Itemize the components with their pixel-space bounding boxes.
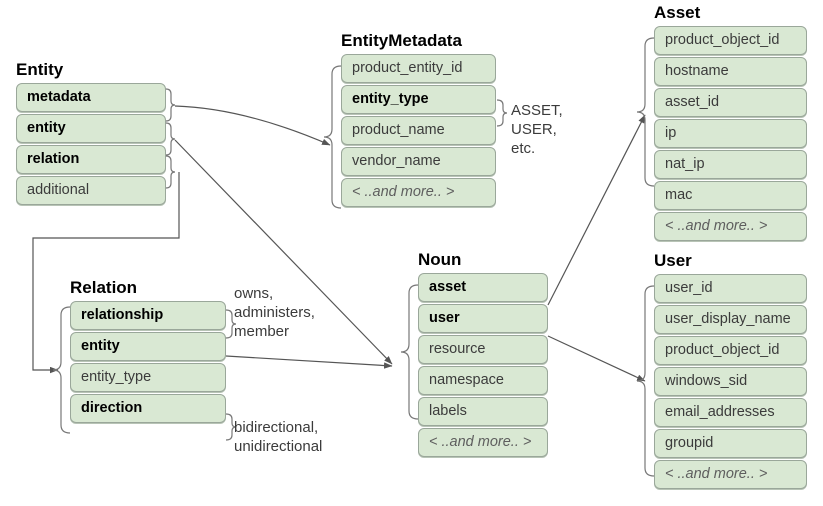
entitymetadata-left-brace	[323, 65, 342, 209]
field-row[interactable]: direction	[70, 394, 226, 423]
group-relation-title: Relation	[70, 278, 138, 297]
field-row[interactable]: resource	[418, 335, 548, 364]
group-entity-metadata-rows: product_entity_id entity_type product_na…	[341, 54, 496, 207]
field-row[interactable]: additional	[16, 176, 166, 205]
group-entity-rows: metadata entity relation additional	[16, 83, 166, 205]
group-asset: Asset product_object_id hostname asset_i…	[654, 3, 807, 241]
entitymetadata-entity-type-brace	[496, 99, 508, 127]
field-row[interactable]: namespace	[418, 366, 548, 395]
group-asset-rows: product_object_id hostname asset_id ip n…	[654, 26, 807, 241]
group-user-title: User	[654, 251, 692, 270]
annotation-entity-type-values: ASSET, USER, etc.	[511, 102, 563, 157]
group-user: User user_id user_display_name product_o…	[654, 251, 807, 489]
field-row[interactable]: entity_type	[70, 363, 226, 392]
relation-left-brace	[52, 306, 71, 434]
field-row[interactable]: nat_ip	[654, 150, 807, 179]
annotation-direction-values: bidirectional, unidirectional	[234, 419, 323, 455]
group-entity: Entity metadata entity relation addition…	[16, 60, 166, 205]
field-row[interactable]: hostname	[654, 57, 807, 86]
field-row[interactable]: user	[418, 304, 548, 333]
field-row[interactable]: entity	[70, 332, 226, 361]
field-row[interactable]: asset	[418, 273, 548, 302]
field-row-more[interactable]: < ..and more.. >	[341, 178, 496, 207]
noun-left-brace	[400, 284, 419, 420]
field-row[interactable]: windows_sid	[654, 367, 807, 396]
group-entity-metadata: EntityMetadata product_entity_id entity_…	[341, 31, 496, 207]
field-row[interactable]: product_object_id	[654, 26, 807, 55]
field-row[interactable]: relationship	[70, 301, 226, 330]
field-row[interactable]: labels	[418, 397, 548, 426]
group-asset-title: Asset	[654, 3, 701, 22]
field-row-more[interactable]: < ..and more.. >	[418, 428, 548, 457]
field-row-more[interactable]: < ..and more.. >	[654, 460, 807, 489]
field-row[interactable]: email_addresses	[654, 398, 807, 427]
group-noun-title: Noun	[418, 250, 462, 269]
asset-left-brace	[636, 37, 655, 187]
field-row[interactable]: entity	[16, 114, 166, 143]
field-row[interactable]: asset_id	[654, 88, 807, 117]
entity-row-braces	[165, 88, 176, 189]
group-user-rows: user_id user_display_name product_object…	[654, 274, 807, 489]
annotation-relationship-values: owns, administers, member	[234, 285, 315, 340]
wire-relation-entity-to-noun	[225, 355, 393, 369]
group-noun: Noun asset user resource namespace label…	[418, 250, 548, 457]
field-row[interactable]: mac	[654, 181, 807, 210]
field-row[interactable]: user_id	[654, 274, 807, 303]
field-row[interactable]: product_name	[341, 116, 496, 145]
field-row[interactable]: relation	[16, 145, 166, 174]
group-entity-metadata-title: EntityMetadata	[341, 31, 462, 50]
group-relation-rows: relationship entity entity_type directio…	[70, 301, 226, 423]
field-row[interactable]: product_object_id	[654, 336, 807, 365]
group-entity-title: Entity	[16, 60, 64, 79]
group-noun-rows: asset user resource namespace labels < .…	[418, 273, 548, 457]
field-row[interactable]: user_display_name	[654, 305, 807, 334]
field-row[interactable]: product_entity_id	[341, 54, 496, 83]
field-row[interactable]: entity_type	[341, 85, 496, 114]
field-row[interactable]: groupid	[654, 429, 807, 458]
field-row-more[interactable]: < ..and more.. >	[654, 212, 807, 241]
wire-metadata-to-entitymetadata	[174, 105, 331, 146]
group-relation: Relation relationship entity entity_type…	[70, 278, 226, 423]
user-left-brace	[636, 285, 655, 477]
field-row[interactable]: ip	[654, 119, 807, 148]
field-row[interactable]: vendor_name	[341, 147, 496, 176]
field-row[interactable]: metadata	[16, 83, 166, 112]
wire-noun-user-to-user	[547, 335, 646, 382]
